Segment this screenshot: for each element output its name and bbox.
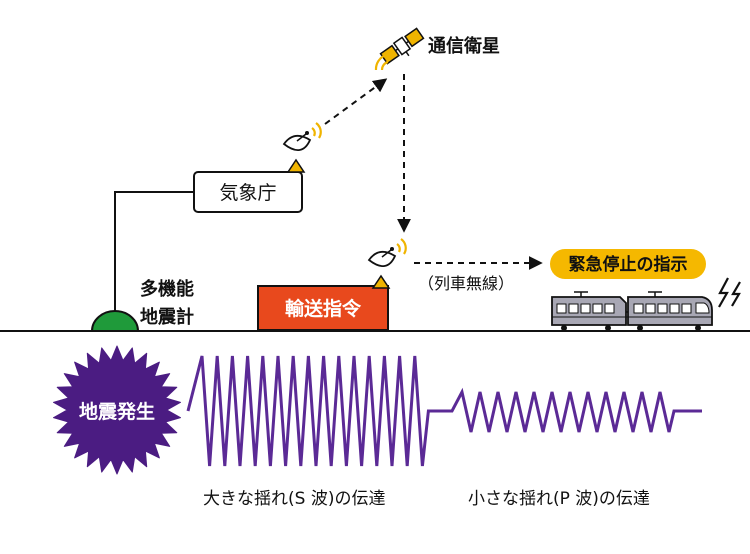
- seismometer-cable: [114, 191, 195, 312]
- earthquake-label: 地震発生: [79, 400, 155, 423]
- emergency-stop-label: 緊急停止の指示: [569, 254, 688, 275]
- jma-label: 気象庁: [219, 182, 276, 204]
- satellite-signal-icon: [374, 53, 389, 71]
- jma-box: 気象庁: [193, 171, 303, 213]
- seismometer-label-line1: 多機能: [140, 278, 194, 300]
- p-wave-line: [438, 387, 702, 433]
- earthquake-burst: 地震発生: [53, 345, 181, 475]
- transport-command-box: 輸送指令: [257, 285, 389, 331]
- earthquake-burst-icon: [53, 345, 181, 475]
- satellite-label: 通信衛星: [428, 35, 500, 57]
- p-wave-label: 小さな揺れ(P 波)の伝達: [468, 489, 650, 509]
- transport-command-label: 輸送指令: [285, 297, 362, 320]
- lightning-icon: [718, 277, 741, 308]
- emergency-stop-pill: 緊急停止の指示: [550, 249, 706, 279]
- train-radio-label: （列車無線）: [418, 274, 514, 293]
- train-icon: [551, 291, 713, 331]
- s-wave-label: 大きな揺れ(S 波)の伝達: [203, 489, 385, 509]
- antenna-icon: [367, 238, 407, 289]
- antenna-icon: [282, 122, 322, 173]
- seismometer-label-line2: 地震計: [140, 306, 194, 328]
- seismometer-icon: [90, 310, 140, 332]
- s-wave-line: [186, 355, 438, 467]
- satellite-icon: [379, 27, 425, 65]
- uplink-arrow: [324, 78, 388, 125]
